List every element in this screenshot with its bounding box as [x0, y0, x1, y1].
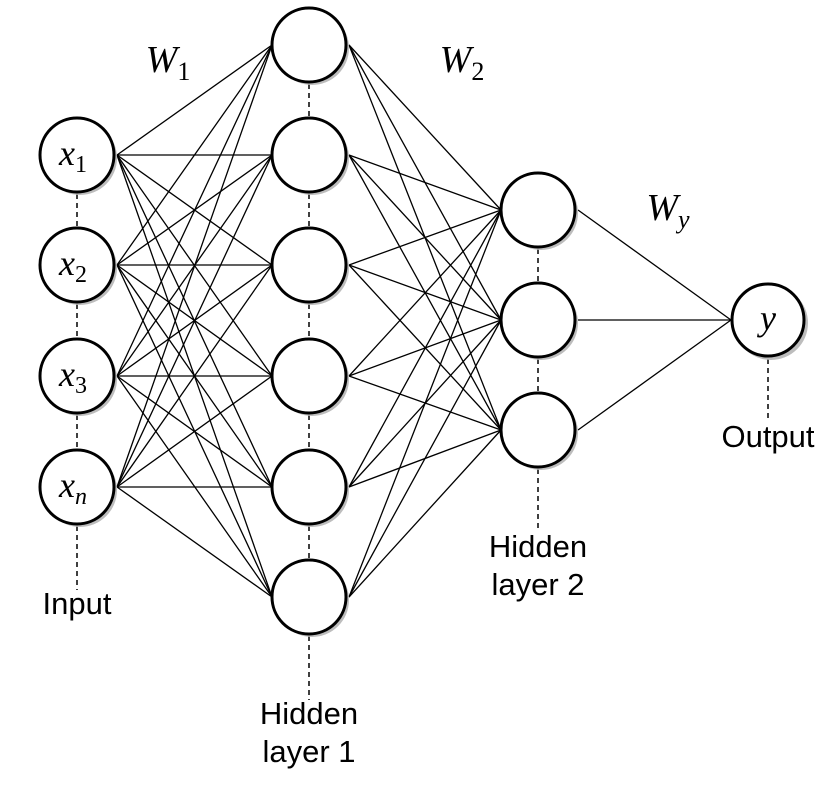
connection-l1-3-1 — [116, 44, 273, 377]
node-circle — [270, 116, 348, 194]
layer-label: layer 2 — [491, 567, 584, 602]
node-circle — [38, 448, 116, 526]
node — [499, 281, 578, 360]
connection-l1-4-4 — [116, 375, 273, 488]
node — [270, 558, 349, 637]
node-circle — [38, 116, 116, 194]
node-circle — [270, 448, 348, 526]
layer-label: Input — [43, 586, 112, 621]
weight-label: Wy — [646, 187, 690, 234]
connection-l2-5-1 — [348, 209, 502, 488]
node-circle — [499, 171, 577, 249]
layer-label: Output — [721, 419, 814, 454]
connection-l3-1-1 — [577, 209, 732, 321]
node-circle — [38, 226, 116, 304]
layer-input: x1 x2 x3 xn — [38, 116, 117, 527]
connection-l2-1-1 — [348, 44, 502, 211]
node-circle — [270, 558, 348, 636]
connection-l1-4-6 — [116, 486, 273, 598]
connection-l2-6-2 — [348, 319, 502, 598]
connection-l1-4-2 — [116, 154, 273, 488]
node — [270, 337, 349, 416]
layer-label: Hidden — [260, 696, 358, 731]
connection-l1-4-3 — [116, 264, 273, 488]
connection-l2-6-1 — [348, 209, 502, 598]
node: y — [730, 282, 808, 360]
connection-l2-6-3 — [348, 429, 502, 598]
layer-label: Hidden — [489, 529, 587, 564]
node — [270, 6, 349, 85]
connections — [116, 44, 732, 598]
node — [270, 226, 349, 305]
node-label: x1 — [58, 133, 87, 178]
node-label: x3 — [58, 354, 87, 399]
node: x1 — [38, 116, 117, 195]
node — [270, 116, 349, 195]
node-circle — [38, 337, 116, 415]
connection-l1-4-1 — [116, 44, 273, 488]
node-circle — [270, 226, 348, 304]
weight-label: W1 — [146, 39, 191, 86]
node: x3 — [38, 337, 117, 416]
weight-label: W2 — [440, 39, 485, 86]
connection-l2-3-1 — [348, 209, 502, 266]
connection-l2-2-1 — [348, 154, 502, 211]
node-circle — [499, 281, 577, 359]
layer-output: y — [730, 282, 808, 360]
connection-l2-4-1 — [348, 209, 502, 377]
node-circle — [499, 391, 577, 469]
node-circle — [270, 6, 348, 84]
node-label: x2 — [58, 243, 87, 288]
connection-l1-2-1 — [116, 44, 273, 266]
node-circle — [270, 337, 348, 415]
node-circle — [730, 282, 806, 358]
node — [499, 391, 578, 470]
node: xn — [38, 448, 117, 527]
node: x2 — [38, 226, 117, 305]
layer-label: layer 1 — [262, 734, 355, 769]
layer-hidden-layer-2 — [499, 171, 578, 470]
node — [270, 448, 349, 527]
layer-hidden-layer-1 — [270, 6, 349, 637]
connection-l3-3-1 — [577, 319, 732, 431]
node — [499, 171, 578, 250]
node-label: y — [757, 298, 776, 338]
node-label: xn — [58, 465, 87, 510]
connection-l1-1-1 — [116, 44, 273, 156]
